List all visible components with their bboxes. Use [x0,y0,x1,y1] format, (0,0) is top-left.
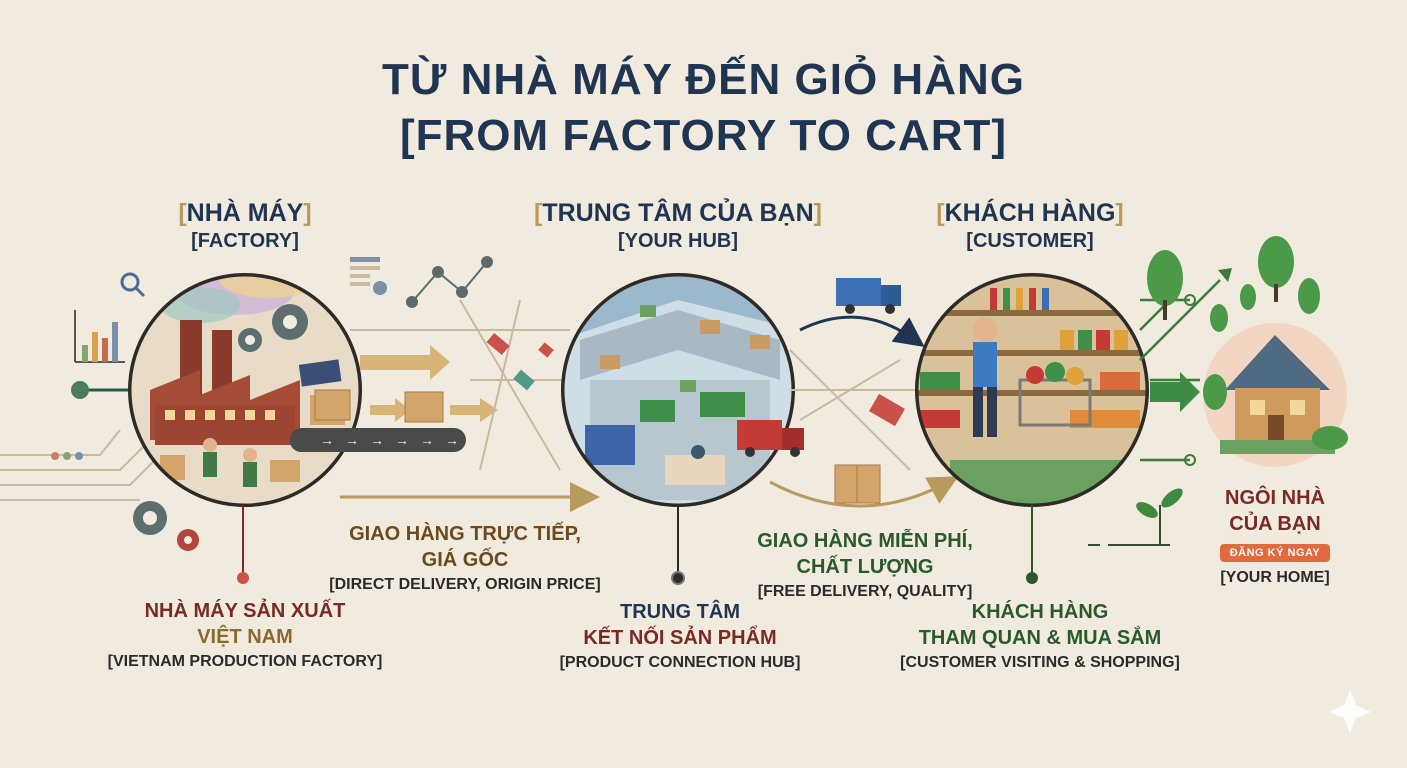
connector-node-icon [1026,572,1038,584]
circuit-lines-left [0,429,161,501]
stage-customer-vi: KHÁCH HÀNG [944,199,1116,227]
sprout-icon [1136,488,1183,545]
caption-factory: NHÀ MÁY SẢN XUẤT VIỆT NAM [VIETNAM PRODU… [95,598,395,674]
red-truck-icon [737,420,804,457]
caption-home-line2: CỦA BẠN [1229,513,1321,535]
stage-hub-en: [YOUR HUB] [618,230,738,252]
connector-node-icon [71,381,89,399]
stage-customer-en: [CUSTOMER] [966,230,1094,252]
bracket-open: [ [178,199,187,227]
caption-factory-en: [VIETNAM PRODUCTION FACTORY] [107,653,383,670]
circuit-dots [51,452,83,460]
bracket-open: [ [534,199,543,227]
connector-node-icon [671,571,685,585]
box-icon [314,389,351,421]
page-title: TỪ NHÀ MÁY ĐẾN GIỎ HÀNG [FROM FACTORY TO… [0,52,1407,164]
bar-chart-icon [74,310,125,363]
bracket-close: ] [813,199,822,227]
caption-free-delivery-line1: GIAO HÀNG MIỄN PHÍ, [757,530,973,552]
box-icon [404,391,444,423]
sparkle-icon [1329,690,1371,733]
gear-icon [238,328,262,352]
caption-hub-line1: TRUNG TÂM [620,601,740,623]
svg-text:→: → [420,432,434,448]
hub-illustration [561,273,795,507]
stage-hub-vi: TRUNG TÂM CỦA BẠN [542,199,814,227]
box-icon [834,464,881,504]
caption-factory-line2: VIỆT NAM [197,626,293,648]
bracket-open: [ [936,199,945,227]
caption-direct-delivery-line1: GIAO HÀNG TRỰC TIẾP, [349,523,581,545]
caption-direct-delivery-line2: GIÁ GỐC [421,549,509,571]
caption-hub: TRUNG TÂM KẾT NỐI SẢN PHẨM [PRODUCT CONN… [540,599,820,675]
caption-home-line1: NGÔI NHÀ [1225,487,1325,509]
stage-factory-en: [FACTORY] [191,230,299,252]
arrow-right-icon [1150,372,1200,412]
caption-free-delivery-line2: CHẤT LƯỢNG [796,556,934,578]
caption-customer-en: [CUSTOMER VISITING & SHOPPING] [900,654,1180,671]
stage-customer-heading: [KHÁCH HÀNG] [CUSTOMER] [905,198,1155,254]
svg-text:→: → [445,432,459,448]
mini-truck-icon [869,393,905,427]
title-vietnamese: TỪ NHÀ MÁY ĐẾN GIỎ HÀNG [382,55,1025,104]
report-icon [350,257,387,295]
gear-icon [133,501,167,535]
stage-factory-heading: [NHÀ MÁY] [FACTORY] [140,198,350,254]
conveyor-arrows: → → → → → → [320,432,459,448]
caption-free-delivery: GIAO HÀNG MIỄN PHÍ, CHẤT LƯỢNG [FREE DEL… [740,528,990,604]
mini-truck-icon [486,332,554,391]
caption-direct-delivery-en: [DIRECT DELIVERY, ORIGIN PRICE] [329,576,601,593]
line-graph-icon [406,256,493,308]
delivery-arrow [769,476,959,508]
svg-text:→: → [395,432,409,448]
svg-text:→: → [320,432,334,448]
road-lines [789,349,930,471]
svg-text:→: → [370,432,384,448]
conveyor-belt [290,428,466,452]
caption-factory-line1: NHÀ MÁY SẢN XUẤT [144,600,346,622]
caption-hub-en: [PRODUCT CONNECTION HUB] [559,654,801,671]
tree-icon [1147,236,1320,332]
arrow-up-icon [1218,268,1232,282]
bracket-close: ] [1115,199,1124,227]
caption-home: NGÔI NHÀ CỦA BẠN ĐĂNG KÝ NGAY [YOUR HOME… [1195,485,1355,590]
stage-factory-vi: NHÀ MÁY [186,199,304,227]
caption-free-delivery-en: [FREE DELIVERY, QUALITY] [757,583,973,600]
gear-icon [177,529,199,551]
factory-illustration: →→→→ [128,273,362,507]
flow-arrows [360,345,498,422]
svg-text:→: → [345,432,359,448]
magnifier-icon [120,272,146,298]
caption-home-en: [YOUR HOME] [1220,569,1330,586]
caption-customer: KHÁCH HÀNG THAM QUAN & MUA SẮM [CUSTOMER… [880,599,1200,675]
caption-customer-line1: KHÁCH HÀNG [971,601,1109,623]
caption-customer-line2: THAM QUAN & MUA SẮM [918,627,1162,649]
gear-icon [272,304,308,340]
stage-hub-heading: [TRUNG TÂM CỦA BẠN] [YOUR HUB] [500,198,856,254]
customer-illustration [915,273,1149,507]
bracket-close: ] [303,199,312,227]
caption-hub-line2: KẾT NỐI SẢN PHẨM [583,627,777,649]
house-illustration [1203,323,1348,467]
curved-arrow [799,315,925,348]
caption-direct-delivery: GIAO HÀNG TRỰC TIẾP, GIÁ GỐC [DIRECT DEL… [320,521,610,597]
blue-truck-icon [836,278,901,314]
register-now-button[interactable]: ĐĂNG KÝ NGAY [1219,544,1331,562]
title-english: [FROM FACTORY TO CART] [399,111,1008,160]
